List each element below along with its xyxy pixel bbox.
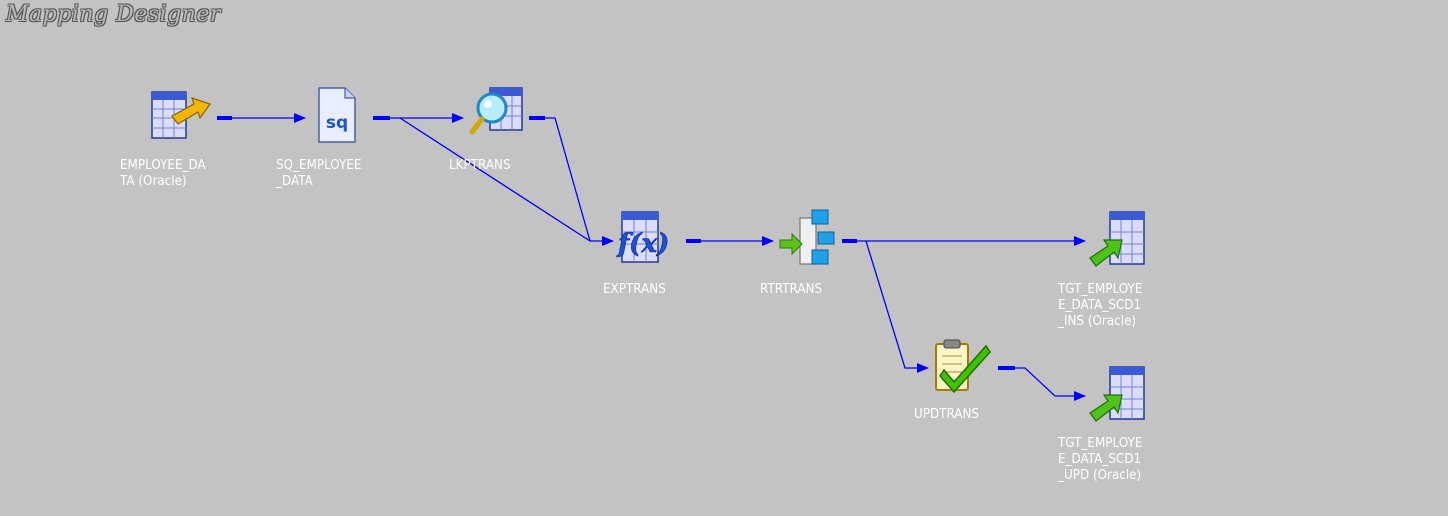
upd-label: UPDTRANS bbox=[914, 407, 980, 422]
target-table-icon bbox=[1086, 210, 1150, 270]
target-tgt-employee-data-scd1-upd[interactable] bbox=[1086, 365, 1150, 425]
source-label: EMPLOYEE_DA TA (Oracle) bbox=[120, 158, 206, 189]
router-transformation-icon bbox=[778, 208, 838, 270]
tgt-ins-label: TGT_EMPLOYE E_DATA_SCD1 _INS (Oracle) bbox=[1058, 282, 1143, 329]
source-qualifier-icon: sq bbox=[317, 86, 357, 144]
sq-label: SQ_EMPLOYEE _DATA bbox=[276, 158, 362, 189]
update-strategy-icon bbox=[932, 336, 992, 398]
svg-text:sq: sq bbox=[326, 113, 348, 133]
expression-exptrans[interactable]: f(x) bbox=[616, 210, 682, 270]
tgt-upd-label: TGT_EMPLOYE E_DATA_SCD1 _UPD (Oracle) bbox=[1058, 436, 1143, 483]
rtr-label: RTRTRANS bbox=[760, 282, 823, 297]
target-table-icon bbox=[1086, 365, 1150, 425]
lookup-lkptrans[interactable] bbox=[470, 84, 526, 146]
svg-text:f(x): f(x) bbox=[616, 229, 669, 259]
source-qualifier-sq-employee-data[interactable]: sq bbox=[317, 86, 357, 144]
lookup-transformation-icon bbox=[470, 84, 526, 146]
source-table-icon bbox=[150, 88, 216, 144]
link-upd-to-tgt-upd[interactable] bbox=[1015, 367, 1086, 401]
router-rtrtrans[interactable] bbox=[778, 208, 838, 270]
lkp-label: LKPTRANS bbox=[449, 158, 511, 173]
link-lkp-to-exp[interactable] bbox=[545, 117, 591, 242]
target-tgt-employee-data-scd1-ins[interactable] bbox=[1086, 210, 1150, 270]
link-rtr-to-upd[interactable] bbox=[865, 240, 929, 373]
update-strategy-updtrans[interactable] bbox=[932, 336, 992, 398]
source-employee-data[interactable] bbox=[150, 88, 216, 144]
expression-transformation-icon: f(x) bbox=[616, 210, 682, 270]
exp-label: EXPTRANS bbox=[603, 282, 666, 297]
designer-title: Mapping Designer bbox=[6, 2, 221, 27]
